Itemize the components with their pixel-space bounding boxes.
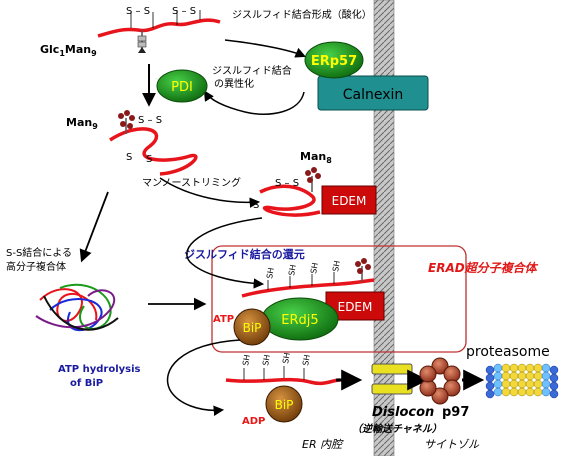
man9-ss-bond: S – S [138,115,162,126]
p97-hexamer-icon [419,357,461,405]
atp-label: ATP [213,314,234,325]
ss-aggregate-label-2: 高分子複合体 [6,260,66,273]
erad-sh-2: SH [287,264,298,276]
glycoprotein-chain-top [97,18,221,38]
dislocon-label: Dislocon [372,405,434,420]
proteasome-icon [485,363,559,399]
pdi-label: PDI [171,80,193,95]
edem-mid-label: EDEM [338,300,373,314]
pdi-ellipse [156,69,208,103]
mannose-trimming-label: マンノーストリミング [142,176,241,189]
bip-upper-circle [233,308,271,346]
dislocon-channel-icon [371,363,413,395]
proteasome-label: proteasome [466,344,550,360]
isomerization-label-1: ジスルフィド結合 [212,64,292,77]
erp57-label: ERp57 [311,54,357,69]
glycoprotein-chain-man8 [259,184,321,217]
atp-hydrolysis-label-1: ATP hydrolysis [58,364,141,375]
glycan-man9-icon [118,110,135,134]
sh-groups-erad [267,272,335,290]
erad-sh-4: SH [331,260,342,272]
erad-complex-box [211,245,467,353]
bip-lower-label: BiP [275,398,294,412]
glycoprotein-chain-bottom [225,377,341,386]
ss-aggregate-label-1: S-S結合による [6,246,72,259]
erad-sh-1: SH [265,267,276,279]
bottom-sh-2: SH [261,354,272,366]
man8-ss-bond: S – S [275,178,299,189]
man9-s-prime: S [126,152,132,163]
sh-groups-bottom [243,366,305,380]
erdj5-label: ERdj5 [281,313,318,328]
man8-s: S [253,200,259,211]
adp-label: ADP [242,416,265,427]
arrow-reduction [186,217,265,289]
top-ss-bond-1: S – S [126,6,150,17]
edem-box-top [321,185,377,215]
bottom-sh-4: SH [301,354,312,366]
man8-label: Man8 [300,150,332,165]
bip-lower-circle [265,385,303,423]
arrow-atp-hydrolysis [166,339,241,416]
calnexin-label: Calnexin [343,87,404,103]
arrow-mannose-trimming [159,177,261,208]
erad-sh-3: SH [309,262,320,274]
bottom-sh-3: SH [281,352,292,364]
retro-channel-label: （逆輸送チャネル） [352,423,442,435]
glycoprotein-chain-man9 [109,127,198,176]
man9-label: Man9 [66,116,98,131]
disulfide-formation-label: ジスルフィド結合形成（酸化） [232,8,372,21]
edem-top-label: EDEM [332,194,367,208]
cytosol-label: サイトゾル [424,438,480,451]
bottom-sh-1: SH [241,354,252,366]
erad-complex-label: ERAD超分子複合体 [428,261,539,275]
top-disulfide-bonds [130,10,201,28]
p97-label: p97 [442,405,469,420]
glycan-top-icon [137,30,147,53]
calnexin-box [317,75,429,111]
atp-hydrolysis-label-2: of BiP [70,378,103,389]
er-lumen-label: ER 内腔 [302,438,344,451]
arrow-to-aggregate [79,191,109,263]
man9-s: S [146,154,152,165]
bip-upper-label: BiP [243,321,262,335]
glycan-man8-icon [305,167,321,192]
arrow-isomerization [203,90,305,115]
glc1man9-label: Glc1Man9 [40,43,97,58]
arrow-to-calnexin [224,39,306,58]
erp57-ellipse [304,41,364,79]
disulfide-reduction-label: ジスルフィド結合の還元 [184,247,305,261]
er-membrane [373,0,395,456]
isomerization-label-2: の異性化 [214,77,254,90]
top-ss-bond-2: S – S [172,6,196,17]
glycoprotein-chain-erad [241,278,375,298]
glycan-erad-icon [355,258,371,282]
aggregate-tangle-icon [35,283,119,332]
